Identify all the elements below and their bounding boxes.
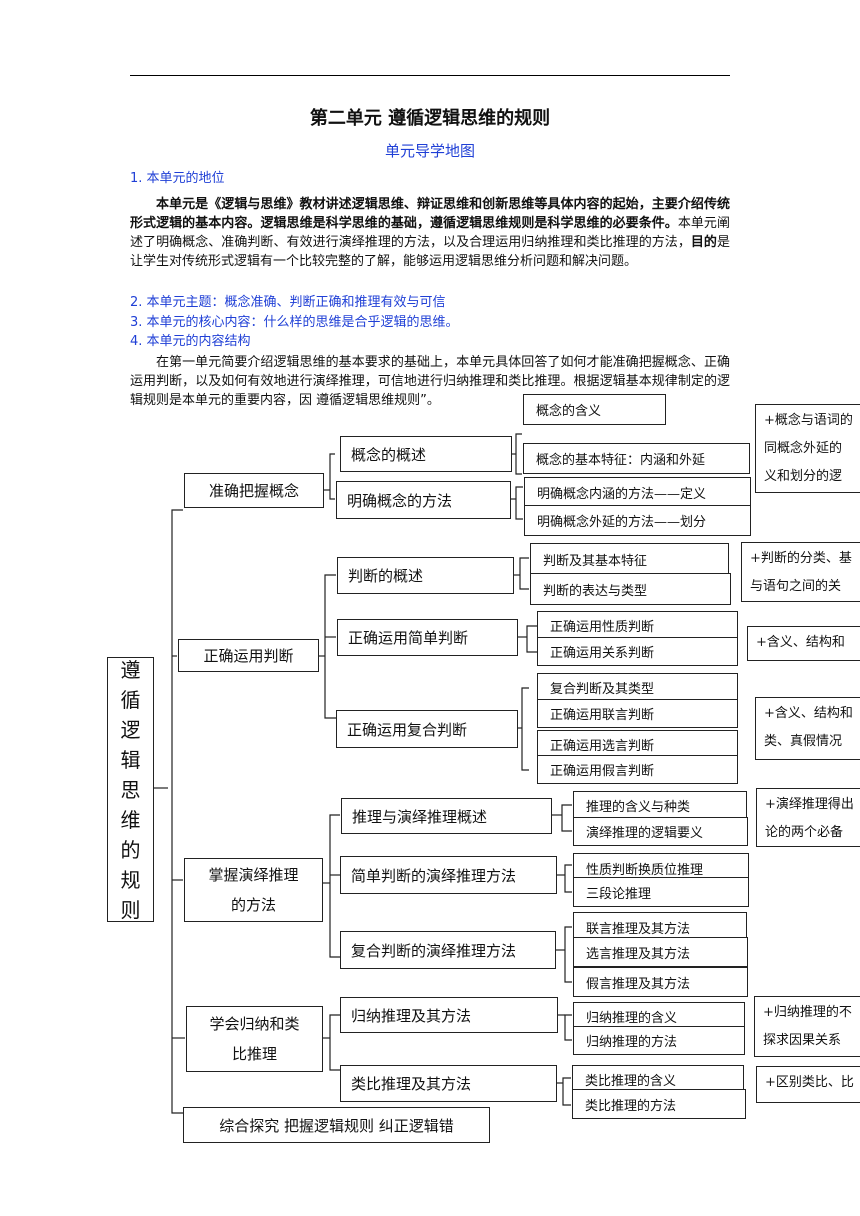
note-deduction: +演绎推理得出 论的两个必备 bbox=[756, 788, 860, 847]
root-char: 逻 bbox=[120, 717, 141, 742]
section-4-text: 在第一单元简要介绍逻辑思维的基本要求的基础上，本单元具体回答了如何才能准确把握概… bbox=[130, 355, 730, 408]
root-char: 辑 bbox=[120, 747, 141, 772]
l1-deduction-line2: 的方法 bbox=[230, 896, 276, 914]
l2-compound-deduction: 复合判断的演绎推理方法 bbox=[340, 931, 556, 969]
root-char: 循 bbox=[120, 687, 141, 712]
section-4-heading: 4. 本单元的内容结构 bbox=[130, 334, 251, 349]
l3-judgment-types: 判断的表达与类型 bbox=[530, 573, 731, 605]
l1-concept-box: 准确把握概念 bbox=[184, 473, 324, 508]
note-line: +含义、结构和 bbox=[756, 635, 845, 650]
l1-judgment-box: 正确运用判断 bbox=[178, 639, 319, 672]
l1-induction-box: 学会归纳和类 比推理 bbox=[186, 1006, 323, 1072]
para-bold-2: 目的 bbox=[690, 235, 717, 250]
l3-analogy-method: 类比推理的方法 bbox=[572, 1089, 746, 1119]
page-title: 第二单元 遵循逻辑思维的规则 bbox=[309, 108, 551, 129]
section-1-paragraph: 本单元是《逻辑与思维》教材讲述逻辑思维、辩证思维和创新思维等具体内容的起始，主要… bbox=[130, 195, 730, 271]
l3-disjunctive-inference: 选言推理及其方法 bbox=[573, 937, 748, 967]
l2-judgment-overview: 判断的概述 bbox=[337, 557, 514, 594]
section-1-heading: 1. 本单元的地位 bbox=[130, 171, 225, 186]
l3-deduction-requirements: 演绎推理的逻辑要义 bbox=[573, 817, 748, 846]
note-line: +判断的分类、基 bbox=[750, 551, 852, 566]
l2-deduction-overview: 推理与演绎推理概述 bbox=[341, 798, 552, 834]
note-induction: +归纳推理的不 探求因果关系 bbox=[754, 996, 860, 1057]
note-concept: +概念与语词的 同概念外延的 义和划分的逻 bbox=[755, 404, 860, 493]
l2-simple-deduction: 简单判断的演绎推理方法 bbox=[340, 856, 557, 894]
l2-concept-methods: 明确概念的方法 bbox=[336, 481, 511, 519]
l3-conjunctive-judgment: 正确运用联言判断 bbox=[537, 699, 738, 728]
root-char: 规 bbox=[120, 867, 141, 892]
note-line: 同概念外延的 bbox=[764, 441, 843, 456]
note-judgment: +判断的分类、基 与语句之间的关 bbox=[741, 542, 860, 602]
note-line: +概念与语词的 bbox=[764, 413, 853, 428]
l1-deduction-line1: 掌握演绎推理 bbox=[208, 866, 299, 884]
note-line: 义和划分的逻 bbox=[764, 469, 843, 484]
l3-relation-judgment: 正确运用关系判断 bbox=[537, 637, 738, 666]
note-simple-judgment: +含义、结构和 bbox=[747, 626, 860, 661]
l3-concept-features: 概念的基本特征：内涵和外延 bbox=[523, 443, 750, 474]
note-line: +含义、结构和 bbox=[764, 706, 853, 721]
l2-simple-judgment: 正确运用简单判断 bbox=[337, 619, 518, 656]
l3-compound-types: 复合判断及其类型 bbox=[537, 673, 738, 701]
header-rule bbox=[130, 75, 730, 76]
root-char: 维 bbox=[120, 807, 141, 832]
section-4-paragraph: 在第一单元简要介绍逻辑思维的基本要求的基础上，本单元具体回答了如何才能准确把握概… bbox=[130, 353, 730, 410]
l3-inference-meaning: 推理的含义与种类 bbox=[573, 791, 747, 820]
l1-deduction-box: 掌握演绎推理 的方法 bbox=[184, 858, 323, 922]
l3-property-judgment: 正确运用性质判断 bbox=[537, 611, 738, 640]
note-line: 与语句之间的关 bbox=[750, 579, 842, 594]
note-compound-judgment: +含义、结构和 类、真假情况 bbox=[755, 697, 860, 760]
note-line: +区别类比、比 bbox=[765, 1075, 854, 1090]
para-end: 是让学生对传统形式逻辑有一个比较完整的了解，能够运用逻辑思维分析问题和解决问题。 bbox=[130, 235, 730, 269]
final-inquiry-box: 综合探究 把握逻辑规则 纠正逻辑错 bbox=[183, 1107, 490, 1143]
l2-analogy: 类比推理及其方法 bbox=[340, 1065, 557, 1102]
note-line: 论的两个必备 bbox=[765, 825, 844, 840]
l3-syllogism: 三段论推理 bbox=[573, 877, 749, 907]
l2-concept-overview: 概念的概述 bbox=[340, 436, 512, 472]
l3-induction-method: 归纳推理的方法 bbox=[573, 1026, 745, 1055]
root-char: 的 bbox=[120, 837, 141, 862]
section-2-heading: 2. 本单元主题：概念准确、判断正确和推理有效与可信 bbox=[130, 295, 446, 310]
root-char: 遵 bbox=[120, 657, 141, 682]
l3-disjunctive-judgment: 正确运用选言判断 bbox=[537, 730, 738, 758]
para-rest: 本单元阐述了明确概念、准确判断、有效进行演绎推理的方法，以及合理运用归纳推理和类… bbox=[130, 216, 730, 250]
l3-intension-method: 明确概念内涵的方法——定义 bbox=[524, 477, 751, 508]
l2-compound-judgment: 正确运用复合判断 bbox=[336, 710, 518, 748]
section-3-heading: 3. 本单元的核心内容：什么样的思维是合乎逻辑的思维。 bbox=[130, 315, 459, 330]
l3-hypothetical-inference: 假言推理及其方法 bbox=[573, 967, 748, 997]
note-line: 探求因果关系 bbox=[763, 1033, 842, 1048]
l2-induction: 归纳推理及其方法 bbox=[340, 997, 558, 1033]
map-root-box: 遵 循 逻 辑 思 维 的 规 则 bbox=[107, 657, 154, 922]
l1-induction-line1: 学会归纳和类 bbox=[209, 1015, 300, 1033]
l3-extension-method: 明确概念外延的方法——划分 bbox=[524, 505, 751, 536]
l1-induction-line2: 比推理 bbox=[231, 1045, 277, 1063]
para-bold-1: 本单元是《逻辑与思维》教材讲述逻辑思维、辩证思维和创新思维等具体内容的起始，主要… bbox=[130, 197, 730, 231]
note-analogy: +区别类比、比 bbox=[756, 1066, 860, 1103]
l3-judgment-features: 判断及其基本特征 bbox=[530, 543, 729, 575]
note-line: +演绎推理得出 bbox=[765, 797, 854, 812]
root-char: 则 bbox=[120, 897, 141, 922]
page-subtitle: 单元导学地图 bbox=[384, 142, 475, 160]
note-line: 类、真假情况 bbox=[764, 734, 843, 749]
note-line: +归纳推理的不 bbox=[763, 1005, 852, 1020]
l3-concept-meaning: 概念的含义 bbox=[523, 394, 666, 425]
root-char: 思 bbox=[120, 777, 141, 802]
l3-hypothetical-judgment: 正确运用假言判断 bbox=[537, 755, 738, 784]
